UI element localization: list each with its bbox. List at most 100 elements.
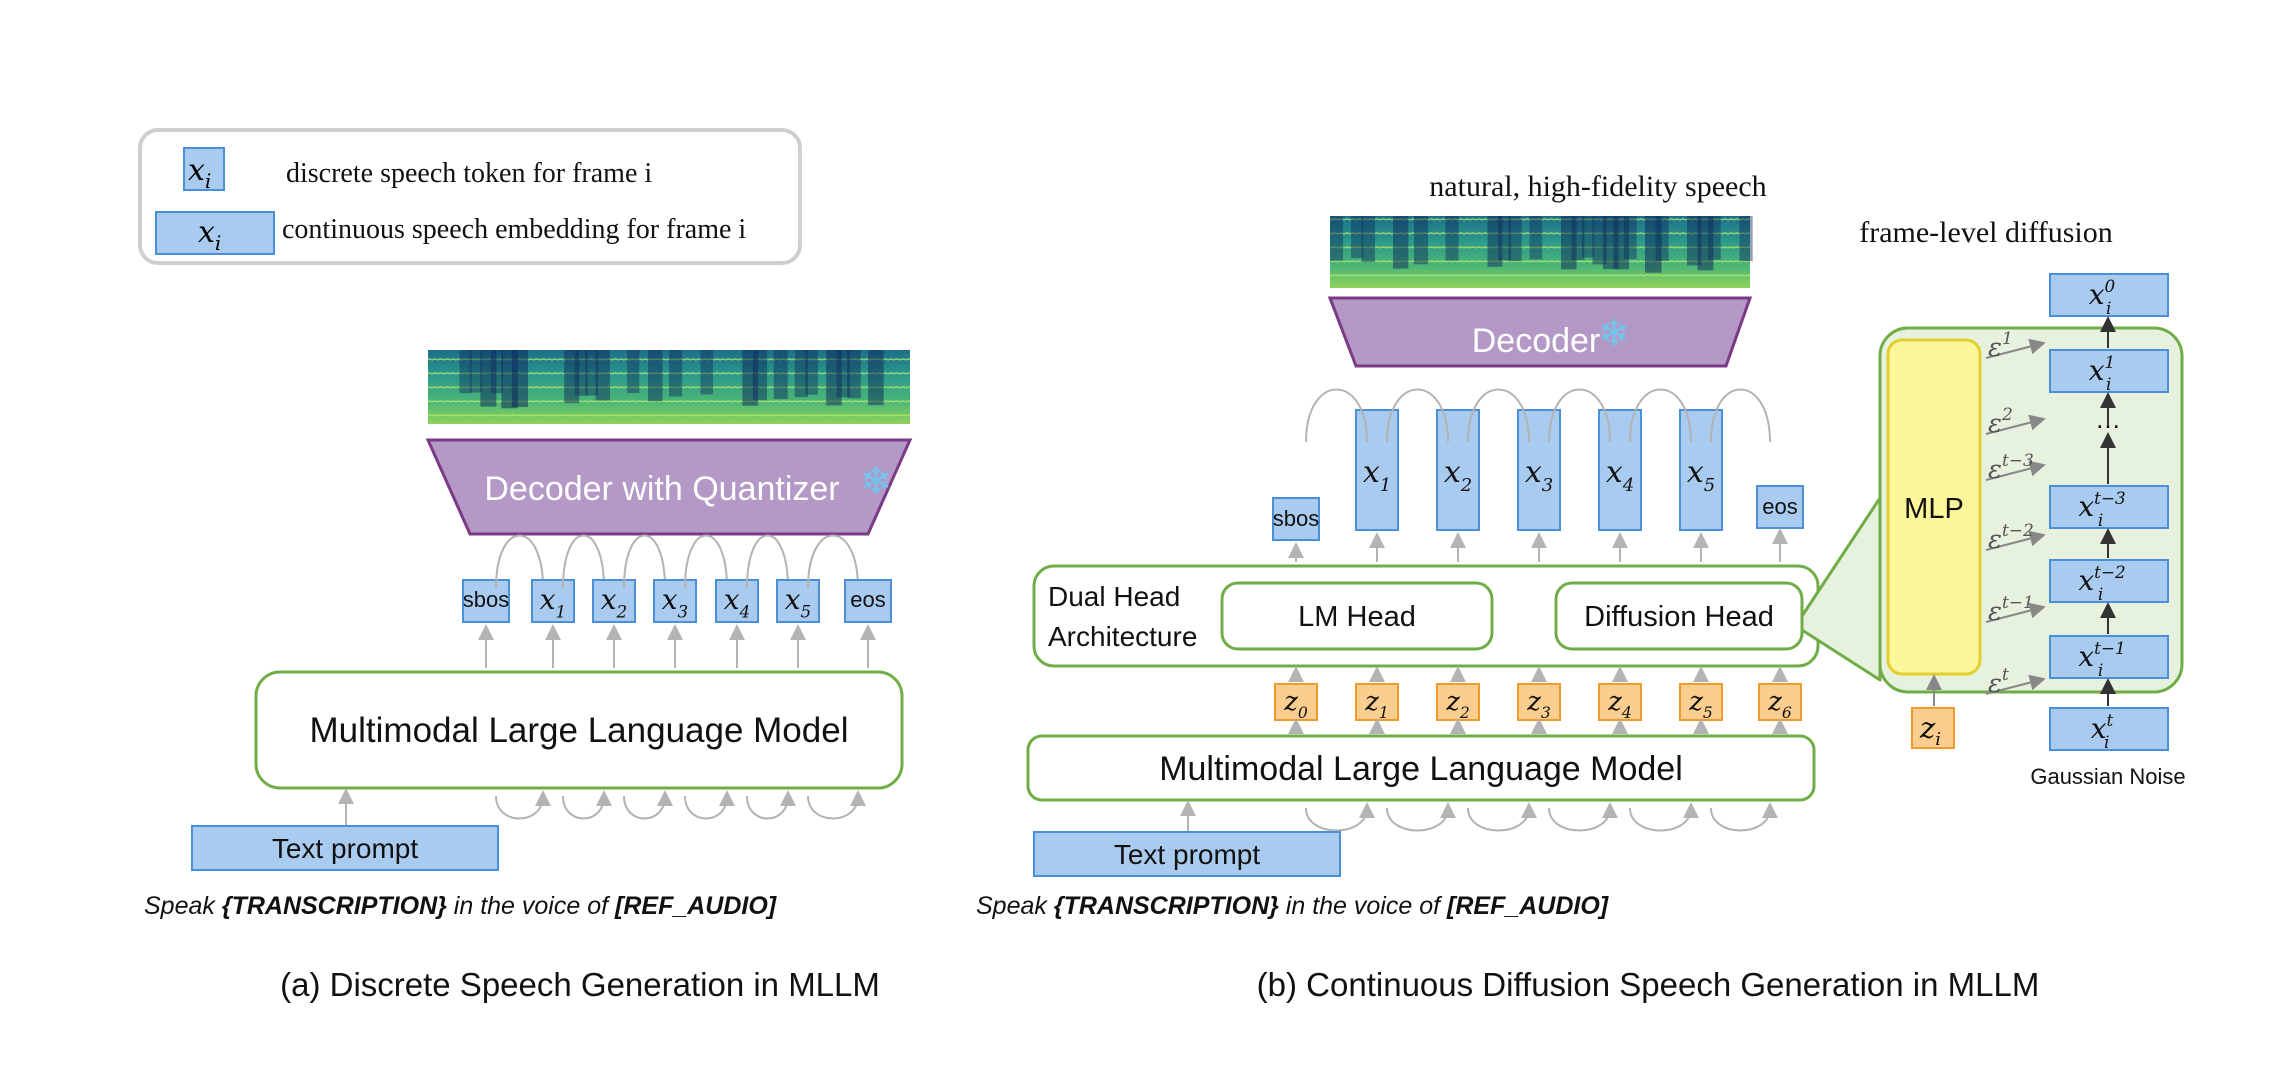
panel-b-mllm-box: [1026, 734, 1816, 802]
panel-a-feedback-loop: [623, 534, 666, 589]
panel-b-embedding-label: x5: [1687, 455, 1715, 496]
panel-a-token: [715, 579, 759, 623]
panel-a-token: [462, 579, 510, 623]
cond-z-symbol: z: [1919, 711, 1936, 745]
panel-a-token-label: x3: [662, 583, 688, 621]
spectrogram-band: [847, 350, 861, 399]
spectrogram-band: [1445, 216, 1459, 261]
panel-a-decoder-label: Decoder with Quantizer: [484, 470, 839, 508]
spectrogram-band: [794, 350, 809, 398]
spectrogram-band: [1414, 216, 1429, 265]
spectrogram-band: [574, 350, 588, 396]
legend-continuous-text: continuous speech embedding for frame i: [282, 214, 746, 245]
chain-state: [2049, 707, 2169, 751]
panel-b-prompt-line: Speak {TRANSCRIPTION} in the voice of [R…: [976, 892, 1610, 920]
spectrogram-band: [1739, 216, 1753, 262]
panel-a-prompt-prefix: Speak: [144, 892, 222, 920]
panel-a-prompt-line: Speak {TRANSCRIPTION} in the voice of [R…: [144, 892, 778, 920]
panel-b-input-loop: [1548, 802, 1618, 832]
panel-b-z-label: z5: [1688, 687, 1713, 722]
noise-arrow: [1985, 530, 2046, 551]
spectrogram-band: [1708, 216, 1721, 260]
panel-a-feedback-loop: [746, 534, 789, 589]
noise-arrow: [1985, 414, 2046, 435]
panel-a-input-loop: [495, 790, 551, 820]
panel-a-token: [776, 579, 820, 623]
panel-b-feedback-loop: [1467, 388, 1530, 443]
noise-arrow: [1985, 602, 2046, 623]
panel-b: natural, high-fidelity speech Decoder ❄ …: [976, 170, 2039, 1003]
panel-a-feedback-loop: [684, 534, 728, 589]
panel-b-sbos-label: sbos: [1273, 506, 1319, 531]
spectrogram-band: [1393, 216, 1409, 269]
panel-b-feedback-loop: [1305, 388, 1368, 443]
panel-b-embedding-label: x2: [1444, 455, 1472, 496]
cond-z-box: [1911, 707, 1955, 749]
panel-a-token: [531, 579, 575, 623]
panel-b-dual-head-line2: Architecture: [1048, 621, 1197, 652]
spectrogram-band: [595, 350, 610, 401]
svg-text:zi: zi: [1919, 711, 1941, 750]
panel-b-embedding: [1679, 409, 1723, 531]
panel-b-embedding: [1355, 409, 1399, 531]
panel-a-prompt-transcription: {TRANSCRIPTION}: [222, 892, 447, 920]
panel-a-token-label: x4: [724, 583, 750, 621]
panel-b-input-loop: [1710, 802, 1778, 832]
panel-b-z-label: z1: [1364, 687, 1389, 722]
panel-b-feedback-loop: [1386, 388, 1449, 443]
spectrogram-band: [1498, 216, 1511, 261]
panel-a-token-label: eos: [850, 587, 885, 612]
panel-b-decoder-label: Decoder: [1472, 322, 1601, 360]
panel-a-token: [653, 579, 697, 623]
spectrogram-band: [773, 350, 788, 400]
panel-b-z-token: [1436, 683, 1480, 721]
spectrogram-band: [1571, 216, 1585, 261]
panel-a-spectrogram: [428, 350, 910, 424]
panel-a-feedback-loop: [495, 534, 544, 589]
diffusion-zoom-callout: [1800, 496, 1882, 682]
panel-b-input-loop: [1467, 802, 1537, 832]
panel-a-token: [592, 579, 636, 623]
legend-discrete-text: discrete speech token for frame i: [286, 158, 652, 189]
panel-b-diffusion-head-label: Diffusion Head: [1584, 601, 1774, 633]
legend: xi discrete speech token for frame i xi …: [138, 128, 802, 265]
panel-b-z-label: z6: [1767, 687, 1792, 722]
legend-discrete-swatch: [183, 147, 225, 191]
panel-a-mllm-box: [254, 670, 904, 790]
panel-b-prompt-ref: [REF_AUDIO]: [1446, 892, 1610, 920]
panel-b-embedding-label: x4: [1606, 455, 1634, 496]
panel-b-prompt-prefix: Speak: [976, 892, 1054, 920]
spectrogram-band: [1582, 216, 1595, 258]
spectrogram-band: [480, 350, 497, 407]
panel-b-embedding-label: x1: [1363, 455, 1391, 496]
panel-a-input-loop: [562, 790, 612, 820]
spectrogram-band: [469, 350, 482, 393]
panel-b-dual-head-line1: Dual Head: [1048, 581, 1180, 612]
panel-b-prompt-transcription: {TRANSCRIPTION}: [1054, 892, 1279, 920]
spectrogram-band: [700, 350, 714, 395]
svg-text:xi: xi: [198, 215, 221, 255]
panel-a-token-label: x5: [785, 583, 811, 621]
panel-a-feedback-loop: [562, 534, 605, 589]
diffusion-title: frame-level diffusion: [1859, 216, 2113, 249]
panel-b-lm-head-label: LM Head: [1298, 601, 1416, 633]
panel-a-input-loop: [807, 790, 866, 820]
spectrogram-band: [585, 350, 599, 396]
panel-b-z-token: [1598, 683, 1642, 721]
chain-state: [2049, 349, 2169, 393]
panel-b-z-token: [1679, 683, 1723, 721]
legend-box: [138, 128, 802, 265]
panel-a-token: [844, 579, 892, 623]
panel-b-feedback-loop: [1629, 388, 1692, 443]
panel-a-mllm-label: Multimodal Large Language Model: [310, 711, 849, 750]
panel-b-z-token: [1355, 683, 1399, 721]
spectrogram-band: [1613, 216, 1630, 270]
panel-b-snowflake-icon: ❄: [1598, 313, 1630, 355]
panel-b-z-label: z0: [1283, 687, 1308, 722]
